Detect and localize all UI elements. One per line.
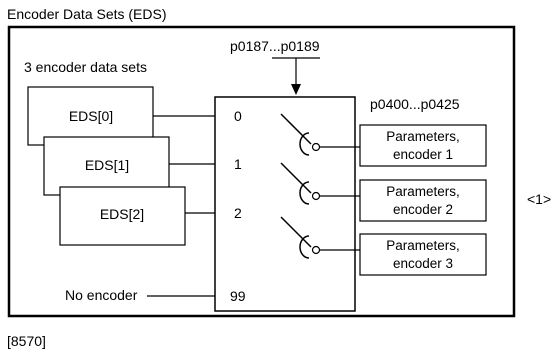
data-sets-label: 3 encoder data sets [24, 59, 147, 75]
index-0: 0 [234, 108, 242, 124]
index-1: 1 [234, 156, 242, 172]
index-2: 2 [234, 205, 242, 221]
param-box-encoder-1 [359, 124, 487, 167]
param-box-2-line1: Parameters, [386, 184, 460, 199]
eds-2-label: EDS[2] [100, 206, 144, 222]
param-box-1-line2: encoder 1 [393, 147, 453, 162]
eds-box-1 [43, 136, 170, 196]
encoder-params-range: p0400...p0425 [370, 96, 460, 112]
diagram-title: Encoder Data Sets (EDS) [7, 6, 167, 22]
side-note: <1> [527, 191, 551, 207]
eds-0-label: EDS[0] [69, 108, 113, 124]
param-box-2-line2: encoder 2 [393, 202, 453, 217]
no-encoder-label: No encoder [65, 287, 138, 303]
selector-params-label: p0187...p0189 [230, 38, 320, 54]
param-box-encoder-3 [359, 233, 487, 276]
switch-1 [280, 113, 360, 156]
eds-1-label: EDS[1] [85, 157, 129, 173]
param-box-3-line2: encoder 3 [393, 256, 453, 271]
footer-reference: [8570] [7, 333, 46, 349]
eds-box-0 [27, 86, 154, 146]
outer-frame [7, 25, 516, 318]
switch-2 [280, 162, 360, 205]
selector-arrow-head [291, 84, 301, 95]
param-box-1-line1: Parameters, [386, 129, 460, 144]
index-99: 99 [230, 288, 246, 304]
switch-3 [280, 216, 360, 259]
param-box-3-line1: Parameters, [386, 238, 460, 253]
eds-box-2 [59, 186, 186, 246]
param-box-encoder-2 [359, 179, 487, 222]
switch-block [214, 96, 356, 312]
